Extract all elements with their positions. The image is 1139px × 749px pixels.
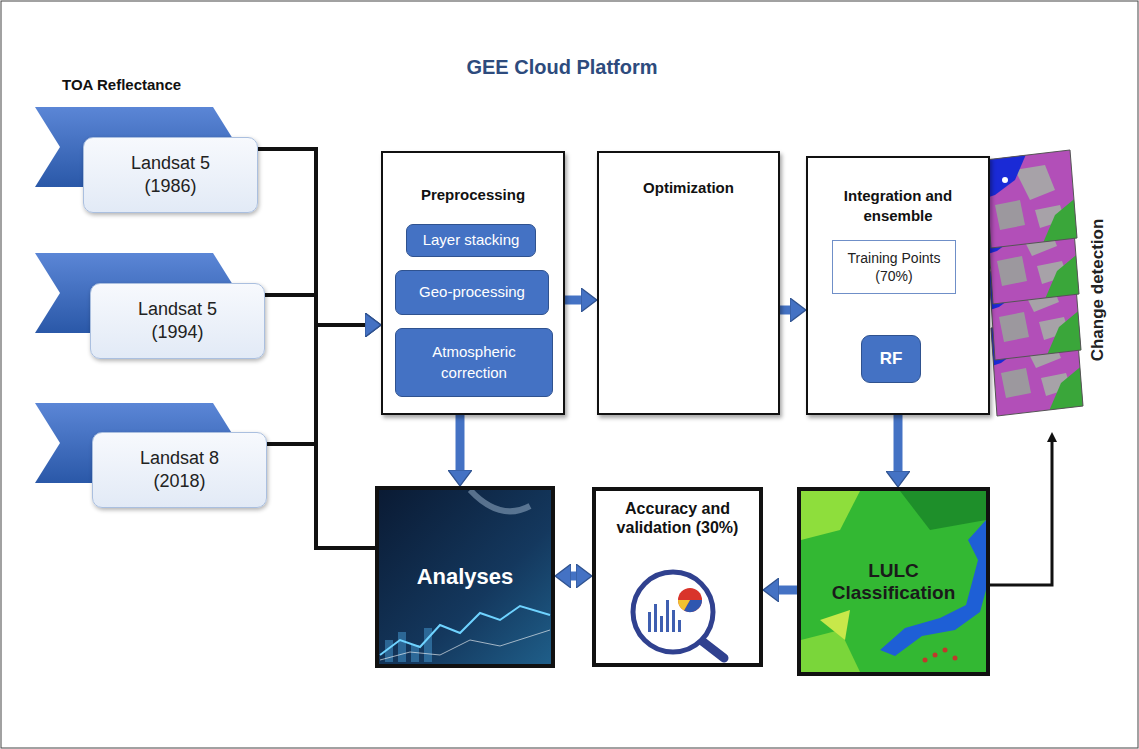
analyses-picture: [377, 488, 553, 666]
block-arrow: [565, 296, 581, 305]
magnifier-chart: [678, 600, 690, 610]
change-detection-maps: [980, 145, 1091, 423]
process-panel: Optimization: [597, 151, 780, 415]
magnifier-chart: [672, 610, 675, 632]
landsat-box: Landsat 5 (1986): [83, 137, 258, 213]
input-line: [267, 444, 375, 548]
lulc-map: [933, 653, 938, 658]
process-panel: Integration and ensembleTraining Points …: [806, 156, 990, 415]
flow-arrow: [990, 442, 1052, 585]
node-heading: Accuracy and validation (30%): [606, 499, 749, 537]
node-heading: Training Points (70%): [839, 249, 949, 285]
node-heading: Geo-processing: [419, 282, 525, 302]
node-heading: Integration and ensemble: [808, 186, 988, 225]
node-heading: Optimization: [599, 178, 778, 198]
lulc-map: [801, 491, 986, 672]
process-step: Geo-processing: [395, 270, 549, 315]
node-heading: RF: [880, 349, 903, 369]
training-box: Training Points (70%): [832, 240, 956, 294]
process-panel: PreprocessingLayer stackingGeo-processin…: [381, 151, 565, 415]
node-heading: Preprocessing: [383, 185, 563, 205]
section-label: TOA Reflectance: [62, 76, 181, 93]
lulc-map: [801, 491, 860, 540]
accuracy-box: Accuracy and validation (30%): [592, 487, 763, 667]
analyses-picture: [411, 645, 419, 662]
node-heading: Landsat 5 (1986): [122, 152, 219, 199]
block-arrow: [571, 572, 576, 581]
magnifier-chart: [660, 616, 663, 632]
node-heading: Atmospheric correction: [404, 342, 544, 383]
input-line: [258, 149, 365, 325]
magnifier-chart: [648, 612, 651, 632]
landsat-box: Landsat 5 (1994): [90, 283, 265, 359]
node-heading: Change detection: [1088, 190, 1108, 390]
node-heading: Landsat 8 (2018): [131, 447, 228, 494]
node-heading: Landsat 5 (1994): [129, 298, 226, 345]
lulc-map: [900, 491, 986, 530]
analyses-picture: [380, 630, 550, 660]
process-step: Layer stacking: [406, 224, 536, 257]
input-line: [265, 295, 375, 548]
magnifier-chart: [633, 572, 713, 652]
lulc-map: [953, 656, 958, 661]
landsat-box: Landsat 8 (2018): [92, 432, 267, 508]
change-detection-figure: Change detection: [985, 150, 1110, 432]
lulc-map: [943, 648, 948, 653]
lulc-map: [801, 491, 986, 672]
lulc-map: [820, 610, 850, 640]
process-step: Atmospheric correction: [395, 328, 553, 397]
analyses-picture: [380, 606, 550, 655]
analyses-picture: [398, 632, 406, 662]
magnifier-chart: [633, 572, 724, 658]
analyses-picture: [470, 490, 530, 511]
node-heading: Analyses: [417, 564, 514, 590]
block-arrow: [894, 415, 903, 471]
magnifier-chart: [678, 588, 702, 612]
block-arrow: [780, 306, 790, 315]
magnifier-chart: [678, 620, 681, 632]
analyses-picture: [377, 488, 553, 666]
magnifier-chart: [702, 641, 724, 658]
classification-map: LULC Classification: [797, 487, 990, 676]
classifier-box: RF: [861, 335, 921, 383]
analyses-box: Analyses: [375, 486, 555, 668]
magnifier-chart: [666, 600, 669, 632]
block-arrow: [456, 415, 465, 470]
lulc-map: [923, 658, 928, 663]
change-detection-maps: [980, 145, 1085, 255]
magnifier-chart: [654, 604, 657, 632]
input-line: [258, 149, 375, 548]
node-heading: LULC Classification: [821, 560, 966, 604]
lulc-map: [801, 630, 860, 672]
block-arrow: [779, 586, 797, 595]
node-heading: Layer stacking: [423, 230, 520, 250]
analyses-picture: [424, 628, 432, 662]
diagram-title: GEE Cloud Platform: [380, 56, 744, 79]
